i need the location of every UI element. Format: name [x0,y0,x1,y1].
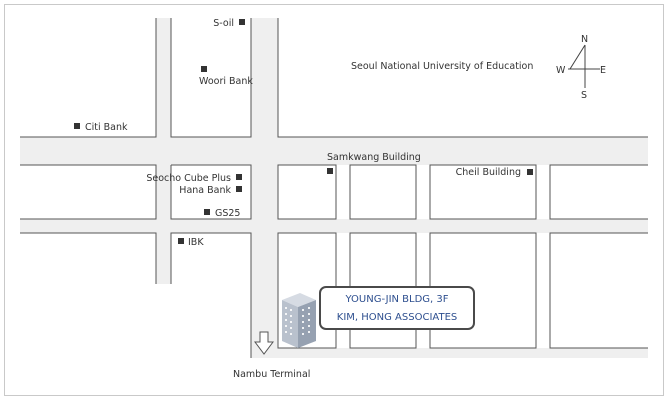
block-left-mid [20,164,157,220]
label-soil: S-oil [213,18,234,29]
marker-seocho [236,174,242,180]
block-left-top [20,18,157,138]
block-center-mid [170,164,252,220]
label-nambu: Nambu Terminal [233,369,310,380]
block-right-top [277,18,648,138]
destination-company-name: KIM, HONG ASSOCIATES [336,312,458,323]
roads [20,18,648,358]
label-seocho-cube: Seocho Cube Plus [146,173,231,184]
block-center-low [170,232,252,358]
label-citi-bank: Citi Bank [85,122,128,133]
block-center-top [170,18,252,138]
marker-ibk [178,238,184,244]
label-gs25: GS25 [215,208,240,219]
road-vertical-left [156,18,171,284]
road-vertical-main [251,18,278,358]
road-horizontal-upper [20,137,648,165]
block-r4-mid [549,164,648,220]
road-bottom [278,348,648,358]
block-r1-mid [277,164,337,220]
block-left-low [20,232,157,284]
block-r3-mid [429,164,537,220]
marker-woori [201,66,207,72]
compass-icon [568,44,600,88]
compass-s: S [581,90,587,101]
marker-soil [239,19,245,25]
map-frame [4,4,664,396]
block-r4-low [549,232,648,349]
marker-hana [236,186,242,192]
marker-samkwang [327,168,333,174]
road-horizontal-middle [20,219,648,233]
compass-w: W [556,65,566,76]
building-icon [282,293,316,348]
label-woori-bank: Woori Bank [199,76,253,87]
label-seoul-nat-univ: Seoul National University of Education [351,61,533,72]
compass-n: N [581,34,588,45]
label-samkwang: Samkwang Building [327,152,421,163]
label-cheil: Cheil Building [456,167,521,178]
label-ibk: IBK [188,237,204,248]
compass-e: E [600,65,606,76]
marker-gs25 [204,209,210,215]
marker-citi [74,123,80,129]
block-r2-mid [349,164,417,220]
destination-callout: YOUNG-JIN BLDG, 3F KIM, HONG ASSOCIATES [319,286,475,330]
destination-building-name: YOUNG-JIN BLDG, 3F [345,294,449,305]
marker-cheil [527,169,533,175]
markers [74,19,533,244]
arrow-down-icon [254,331,274,355]
label-hana-bank: Hana Bank [179,185,231,196]
